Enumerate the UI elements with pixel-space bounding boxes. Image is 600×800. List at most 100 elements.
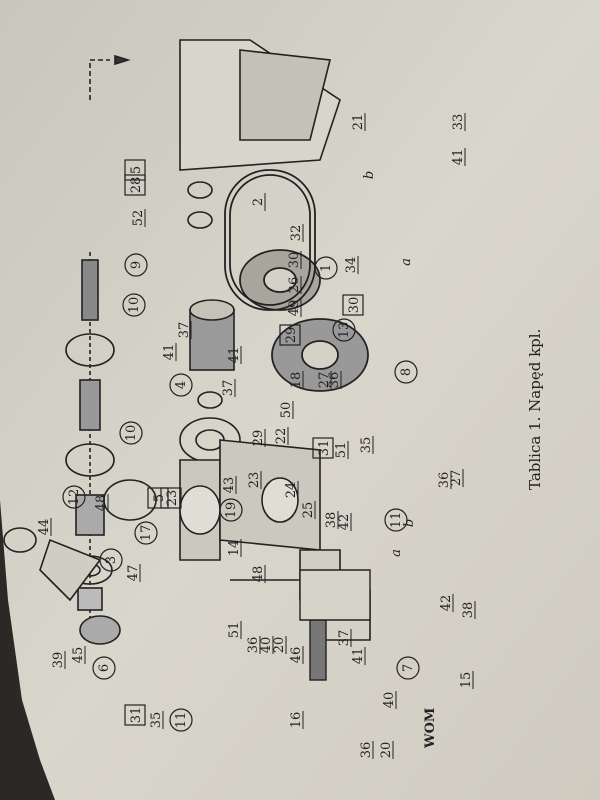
part-number: 31	[317, 440, 332, 457]
part-callout: 36	[246, 636, 261, 654]
part-callout: 36	[327, 371, 342, 389]
part-number: 18	[289, 372, 304, 389]
part-number: 41	[351, 648, 366, 665]
part-callout: 8	[394, 360, 418, 384]
callout-circle	[122, 293, 146, 317]
part-callout: 39	[51, 651, 66, 669]
part-callout: 26	[287, 276, 302, 294]
part-callout: 48	[251, 565, 266, 583]
reference-letter-text: b	[362, 171, 377, 179]
part-number: 52	[131, 210, 146, 227]
part-callout: 20	[272, 636, 287, 654]
part-callout: 10	[122, 293, 146, 317]
part-number: 4	[174, 381, 189, 389]
part-callout: 22	[274, 427, 289, 445]
callout-box	[124, 704, 146, 726]
upper-left-assembly	[3, 479, 157, 645]
part-callout: 15	[459, 671, 474, 689]
part-callout: 5	[124, 159, 146, 181]
part-callout: 24	[284, 481, 299, 499]
part-callout: 29	[251, 429, 266, 447]
callout-circle	[134, 521, 158, 545]
part-number: 36	[246, 637, 261, 654]
part-number: 2	[251, 198, 266, 206]
part-callout: 10	[119, 421, 143, 445]
reference-letter: b	[402, 519, 417, 527]
reference-letter: b	[362, 171, 377, 179]
part-number: 3	[104, 556, 119, 564]
callout-circle	[314, 256, 338, 280]
part-number: 47	[126, 565, 141, 582]
callout-circle	[219, 498, 243, 522]
part-number: 27	[317, 372, 332, 389]
part-callout: 18	[289, 371, 304, 389]
part-number: 37	[337, 630, 352, 647]
part-number: 26	[287, 277, 302, 294]
part-callout: 32	[289, 224, 304, 242]
part-callout: 27	[449, 469, 464, 487]
callout-circle	[396, 656, 420, 680]
part-callout: 50	[279, 401, 294, 419]
part-number: 6	[97, 664, 112, 672]
part-callout: 37	[221, 379, 236, 397]
part-number: 41	[162, 344, 177, 361]
part-callout: 37	[337, 629, 352, 647]
part-callout: 42	[337, 513, 352, 531]
part-callout: 16	[289, 711, 304, 729]
shaft-assembly	[65, 54, 131, 620]
part-callout: 41	[351, 647, 366, 665]
callout-box	[312, 437, 334, 459]
part-callout: 29	[279, 324, 301, 346]
part-number: 5	[152, 494, 167, 502]
part-number: 37	[177, 322, 192, 339]
part-callout: 34	[344, 256, 359, 274]
part-callout: 31	[124, 704, 146, 726]
part-number: 28	[129, 177, 144, 194]
part-number: 5	[129, 166, 144, 174]
part-number: 29	[251, 430, 266, 447]
part-number: 50	[279, 402, 294, 419]
part-callout: 40	[382, 691, 397, 709]
part-callout: 48	[94, 494, 109, 512]
part-number: 14	[227, 540, 242, 557]
diagram-caption: Tablica 1. Napęd kpl.	[526, 329, 544, 490]
callout-box	[279, 324, 301, 346]
part-callout: 21	[351, 113, 366, 131]
part-number: 36	[359, 742, 374, 759]
part-number: 21	[351, 114, 366, 131]
part-number: 41	[227, 347, 242, 364]
part-number: 38	[461, 602, 476, 619]
part-number: 49	[287, 300, 302, 317]
part-callout: 28	[124, 174, 146, 196]
callout-circle	[332, 318, 356, 342]
part-callout: 5	[147, 487, 169, 509]
part-callout: 38	[324, 511, 339, 529]
part-callout: 11	[384, 508, 408, 532]
part-callout: 19	[219, 498, 243, 522]
part-callout: 37	[177, 321, 192, 339]
part-callout: 36	[437, 471, 452, 489]
part-number: 34	[344, 257, 359, 274]
part-callout: 9	[124, 253, 148, 277]
part-callout: 17	[134, 521, 158, 545]
callout-circle	[119, 421, 143, 445]
part-number: 48	[94, 495, 109, 512]
part-callout: 30	[342, 294, 364, 316]
part-number: 51	[227, 622, 242, 639]
callout-circle	[92, 656, 116, 680]
part-number: 31	[129, 707, 144, 724]
part-callout: 25	[301, 501, 316, 519]
callout-circle	[62, 485, 86, 509]
part-number: 20	[272, 637, 287, 654]
part-number: 22	[274, 428, 289, 445]
part-number: 8	[399, 368, 414, 376]
part-number: 23	[165, 490, 180, 507]
part-number: 36	[437, 472, 452, 489]
part-callout: 23	[160, 487, 182, 509]
callout-circle	[169, 373, 193, 397]
reference-letter: a	[389, 549, 404, 557]
part-number: 48	[251, 566, 266, 583]
callout-box	[124, 174, 146, 196]
